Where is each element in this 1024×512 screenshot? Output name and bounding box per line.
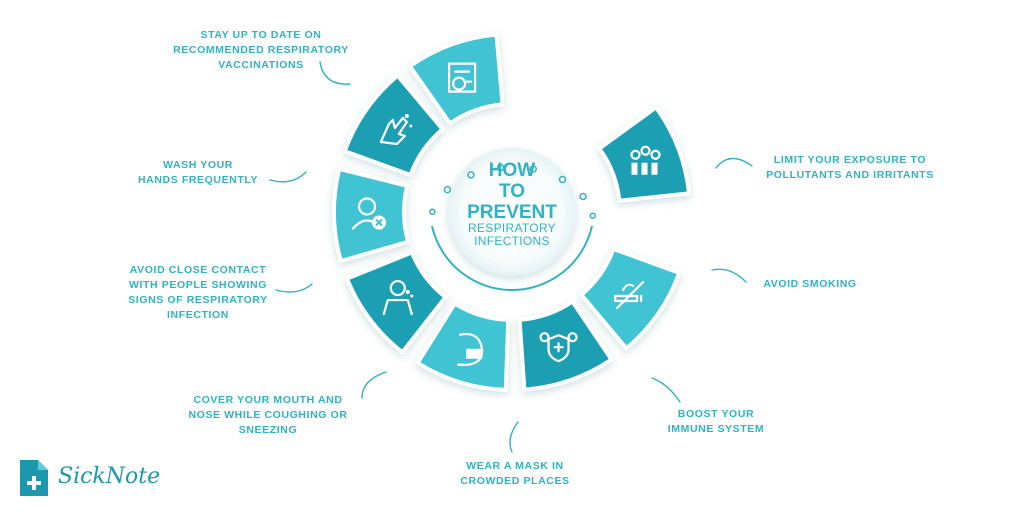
hand-washing-icon	[379, 113, 413, 146]
factory-pollution-icon	[630, 145, 661, 175]
coughing-person-icon	[382, 279, 414, 316]
label-close-contact: AVOID CLOSE CONTACT WITH PEOPLE SHOWING …	[128, 264, 268, 321]
center-subtitle: RESPIRATORY INFECTIONS	[468, 221, 556, 248]
label-vaccinations: STAY UP TO DATE ON RECOMMENDED RESPIRATO…	[173, 29, 349, 71]
logo-text: SickNote	[58, 464, 161, 489]
tile-immune	[517, 299, 614, 392]
arc-dots	[429, 163, 597, 219]
inner-arc	[431, 225, 593, 291]
vaccination-schedule-icon	[447, 62, 477, 93]
pointer-arrow	[275, 283, 313, 293]
face-mask-icon	[457, 333, 484, 366]
label-wash-hands: WASH YOUR HANDS FREQUENTLY	[137, 159, 259, 186]
label-cover-mouth: COVER YOUR MOUTH AND NOSE WHILE COUGHING…	[188, 394, 348, 436]
pointer-arrow	[711, 268, 747, 283]
arc-dot	[579, 192, 587, 201]
pointer-arrow	[509, 421, 519, 453]
sicknote-logo: SickNote	[18, 458, 161, 502]
tile-smoking	[579, 246, 682, 351]
center-title: HOW TO PREVENT	[467, 160, 557, 223]
tile-mask	[415, 301, 511, 392]
label-smoking: AVOID SMOKING	[763, 278, 857, 290]
center-disc	[448, 148, 576, 276]
arc-dot	[529, 165, 537, 173]
arc-dot	[496, 163, 505, 172]
pointer-arrow	[361, 371, 387, 399]
pointer-arrow	[269, 171, 307, 183]
tile-cover-mouth	[344, 250, 448, 355]
label-mask: WEAR A MASK IN CROWDED PLACES	[460, 460, 570, 487]
label-immune: BOOST YOUR IMMUNE SYSTEM	[667, 408, 765, 435]
sick-person-avoid-icon	[351, 197, 387, 230]
arc-dot	[589, 212, 597, 219]
pointer-arrow	[715, 157, 753, 169]
label-pollutants: LIMIT YOUR EXPOSURE TO POLLUTANTS AND IR…	[766, 154, 934, 181]
arc-dot	[443, 185, 452, 194]
arc-dot	[429, 208, 436, 215]
arc-dot	[467, 171, 475, 179]
tile-close-contact	[332, 166, 411, 264]
document-plus-icon	[20, 460, 48, 496]
arc-dot	[558, 175, 567, 184]
no-smoking-icon	[614, 280, 645, 310]
pointer-arrow	[651, 377, 681, 403]
pointer-arrow	[319, 61, 351, 85]
immune-shield-icon	[539, 332, 578, 363]
